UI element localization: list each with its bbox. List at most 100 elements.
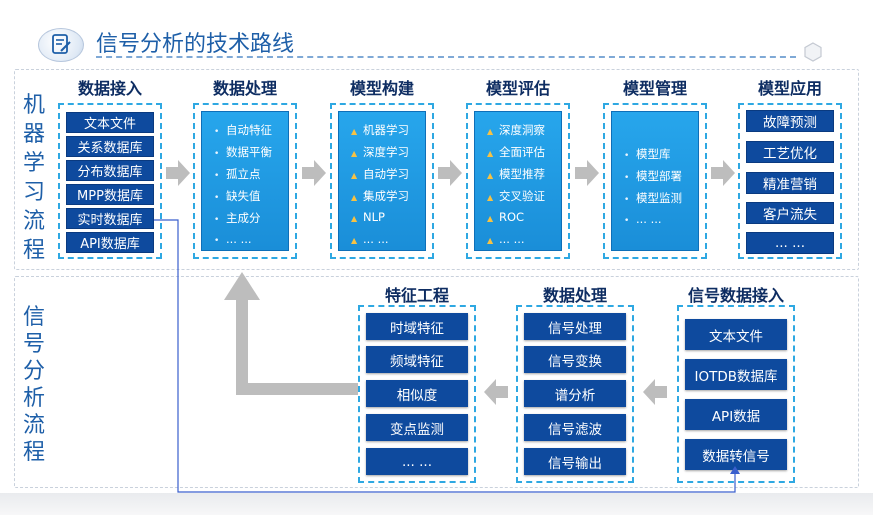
ingest-item: 实时数据库 <box>66 208 154 229</box>
ingest-item: 文本文件 <box>66 112 154 133</box>
vertical-label-char: 程 <box>22 238 45 263</box>
stage-title-model-build: 模型构建 <box>349 79 414 98</box>
page-title: 信号分析的技术路线 <box>96 32 295 57</box>
mgmt-item: 模型监测 <box>636 191 682 205</box>
flow-arrow-right-icon <box>711 160 735 186</box>
signal-processing-item: 信号输出 <box>524 448 626 475</box>
connector-line <box>154 219 740 493</box>
vertical-label-char: 习 <box>22 180 45 205</box>
vertical-label-char: 流 <box>22 413 45 438</box>
app-item: 工艺优化 <box>746 141 834 163</box>
model-build-panel: ▲机器学习 ▲深度学习 ▲自动学习 ▲集成学习 ▲NLP ▲... ... <box>338 111 426 251</box>
feature-item: 相似度 <box>366 380 468 407</box>
stage-title-signal-processing: 数据处理 <box>542 286 607 305</box>
feature-item: 变点监测 <box>366 414 468 441</box>
signal-flow-section <box>14 276 859 488</box>
vertical-label-char: 分 <box>22 359 45 384</box>
signal-ingest-item: 数据转信号 <box>685 439 787 470</box>
feature-item: 频域特征 <box>366 346 468 373</box>
build-item: NLP <box>363 210 385 224</box>
signal-ingest-item: API数据 <box>685 399 787 430</box>
feature-eng-group <box>358 305 476 483</box>
stage-title-signal-ingest: 信号数据接入 <box>687 286 784 305</box>
flow-arrow-right-icon <box>166 160 190 186</box>
mgmt-item: 模型部署 <box>636 169 682 183</box>
data-processing-panel: •自动特征 •数据平衡 •孤立点 •缺失值 •主成分 •... ... <box>201 111 289 251</box>
ml-flow-section <box>14 69 859 270</box>
processing-item: 孤立点 <box>226 167 261 181</box>
app-item: 客户流失 <box>746 202 834 224</box>
model-eval-panel: ▲深度洞察 ▲全面评估 ▲模型推荐 ▲交叉验证 ▲ROC ▲... ... <box>474 111 562 251</box>
data-ingest-group <box>58 103 162 259</box>
build-item: 机器学习 <box>363 123 409 137</box>
ingest-item: API数据库 <box>66 232 154 253</box>
feature-item: ... ... <box>366 448 468 475</box>
build-item: 集成学习 <box>363 189 409 203</box>
model-build-group <box>330 103 434 259</box>
title-underline <box>96 56 796 58</box>
ml-flow-label: 机器学习流程 <box>20 94 48 268</box>
signal-ingest-item: 文本文件 <box>685 319 787 350</box>
vertical-label-char: 器 <box>22 122 45 147</box>
footer-band <box>0 493 873 515</box>
flow-arrow-left-icon <box>484 379 508 405</box>
vertical-label-char: 学 <box>22 151 45 176</box>
eval-item: 模型推荐 <box>499 167 545 181</box>
stage-title-model-eval: 模型评估 <box>485 79 550 98</box>
build-item: 自动学习 <box>363 167 409 181</box>
stage-title-model-mgmt: 模型管理 <box>622 79 687 98</box>
stage-title-feature-eng: 特征工程 <box>384 286 449 305</box>
data-processing-group <box>193 103 297 259</box>
signal-processing-item: 信号处理 <box>524 313 626 340</box>
feature-item: 时域特征 <box>366 313 468 340</box>
signal-ingest-group <box>677 305 795 483</box>
flow-arrow-right-icon <box>438 160 462 186</box>
flow-arrow-right-icon <box>302 160 326 186</box>
processing-item: 主成分 <box>226 211 261 225</box>
hexagon-icon <box>804 42 822 62</box>
signal-flow-label: 信号分析流程 <box>20 306 48 468</box>
model-app-group <box>738 103 842 259</box>
model-mgmt-group <box>603 103 707 259</box>
signal-ingest-item: IOTDB数据库 <box>685 359 787 390</box>
eval-item: 深度洞察 <box>499 123 545 137</box>
processing-item: 数据平衡 <box>226 145 272 159</box>
stage-title-model-app: 模型应用 <box>757 79 822 98</box>
signal-processing-item: 谱分析 <box>524 380 626 407</box>
eval-item: ROC <box>499 210 525 224</box>
processing-item: 缺失值 <box>226 189 261 203</box>
app-item: 精准营销 <box>746 172 834 194</box>
document-edit-icon <box>52 34 71 54</box>
mgmt-item: ... ... <box>636 212 662 226</box>
ingest-item: 关系数据库 <box>66 136 154 157</box>
mgmt-item: 模型库 <box>636 147 671 161</box>
build-item: ... ... <box>363 232 389 246</box>
flow-arrow-right-icon <box>575 160 599 186</box>
app-item: ... ... <box>746 232 834 254</box>
vertical-label-char: 信 <box>22 305 45 330</box>
title-logo <box>38 28 84 62</box>
stage-title-data-processing: 数据处理 <box>212 79 277 98</box>
eval-item: 交叉验证 <box>499 189 545 203</box>
stage-title-data-ingest: 数据接入 <box>77 79 142 98</box>
signal-processing-item: 信号变换 <box>524 346 626 373</box>
vertical-label-char: 析 <box>22 386 45 411</box>
eval-item: ... ... <box>499 232 525 246</box>
ingest-item: 分布数据库 <box>66 160 154 181</box>
return-arrow-up-icon <box>224 272 358 395</box>
vertical-label-char: 流 <box>22 209 45 234</box>
vertical-label-char: 机 <box>22 93 45 118</box>
ingest-item: MPP数据库 <box>66 184 154 205</box>
flow-arrow-left-icon <box>643 379 667 405</box>
model-eval-group <box>466 103 570 259</box>
signal-processing-group <box>516 305 634 483</box>
model-mgmt-panel: •模型库 •模型部署 •模型监测 •... ... <box>611 111 699 251</box>
vertical-label-char: 程 <box>22 440 45 465</box>
build-item: 深度学习 <box>363 145 409 159</box>
processing-item: ... ... <box>226 232 252 246</box>
app-item: 故障预测 <box>746 110 834 132</box>
processing-item: 自动特征 <box>226 123 272 137</box>
signal-processing-item: 信号滤波 <box>524 414 626 441</box>
eval-item: 全面评估 <box>499 145 545 159</box>
vertical-label-char: 号 <box>22 332 45 357</box>
